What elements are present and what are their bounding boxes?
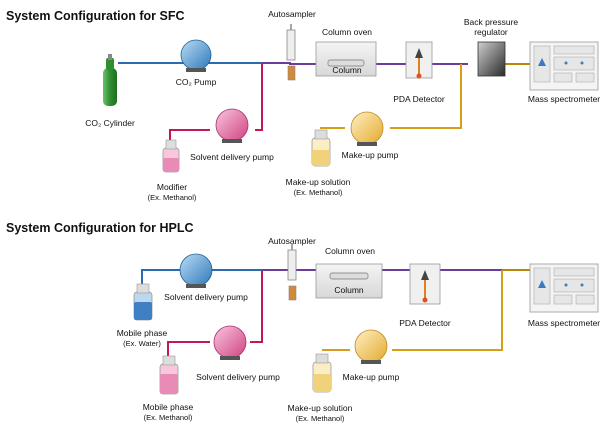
hplc-solvent-pump-1-label: Solvent delivery pump xyxy=(164,292,248,302)
hplc-mobile-phase-1-line xyxy=(141,269,262,284)
hplc-makeup-pump-icon xyxy=(354,329,388,364)
hplc-solvent-pump-2-icon xyxy=(213,325,247,360)
mobile-phase-1-example: (Ex. Water) xyxy=(123,339,161,348)
sfc-makeup-example: (Ex. Methanol) xyxy=(294,188,343,197)
bpr-label-line1: Back pressure xyxy=(464,17,519,27)
hplc-mass-spectrometer-icon xyxy=(529,263,599,313)
mobile-phase-1-label: Mobile phase xyxy=(117,328,168,338)
sfc-solvent-pump-icon xyxy=(215,108,249,143)
back-pressure-regulator-icon xyxy=(477,41,506,77)
hplc-pda-detector-icon xyxy=(409,263,441,305)
sfc-pda-detector-label: PDA Detector xyxy=(393,94,445,104)
mobile-phase-1-bottle-icon xyxy=(133,283,153,321)
co2-cylinder-label: CO₂ Cylinder xyxy=(85,118,135,128)
hplc-makeup-example: (Ex. Methanol) xyxy=(296,414,345,423)
hplc-makeup-line xyxy=(322,270,503,351)
hplc-column-label: Column xyxy=(334,285,364,295)
mobile-phase-2-example: (Ex. Methanol) xyxy=(144,413,193,422)
sfc-modifier-line xyxy=(169,63,263,148)
sfc-autosampler-icon xyxy=(286,24,296,81)
hplc-solvent-pump-1-icon xyxy=(179,253,213,288)
hplc-autosampler-label: Autosampler xyxy=(268,236,316,246)
sfc-autosampler-label: Autosampler xyxy=(268,9,316,19)
sfc-makeup-bottle-icon xyxy=(311,129,331,167)
hplc-makeup-bottle-icon xyxy=(312,353,332,393)
hplc-autosampler-icon xyxy=(287,244,297,301)
modifier-label: Modifier xyxy=(157,182,187,192)
sfc-column-label: Column xyxy=(332,65,362,75)
hplc-pda-detector-label: PDA Detector xyxy=(399,318,451,328)
hplc-column-oven-icon xyxy=(315,263,383,299)
hplc-makeup-solution-label: Make-up solution xyxy=(288,403,353,413)
hplc-makeup-pump-label: Make-up pump xyxy=(343,372,400,382)
hplc-mass-spectrometer-label: Mass spectrometer xyxy=(528,318,600,328)
sfc-mass-spectrometer-icon xyxy=(529,41,599,91)
hplc-title: System Configuration for HPLC xyxy=(6,221,194,235)
co2-pump-label: CO₂ Pump xyxy=(176,77,217,87)
bpr-label-line2: regulator xyxy=(474,27,508,37)
modifier-example: (Ex. Methanol) xyxy=(148,193,197,202)
sfc-makeup-pump-label: Make-up pump xyxy=(342,150,399,160)
co2-pump-icon xyxy=(180,39,212,72)
hplc-flow-lines xyxy=(141,269,530,356)
sfc-makeup-line xyxy=(320,64,462,129)
hplc-solvent-pump-2-label: Solvent delivery pump xyxy=(196,372,280,382)
mobile-phase-2-label: Mobile phase xyxy=(143,402,194,412)
hplc-column-oven-label: Column oven xyxy=(325,246,375,256)
mobile-phase-2-bottle-icon xyxy=(159,355,179,395)
sfc-column-oven-label: Column oven xyxy=(322,27,372,37)
hplc-mobile-phase-2-line xyxy=(167,270,263,356)
sfc-column-oven-icon xyxy=(315,41,377,77)
modifier-bottle-icon xyxy=(162,139,180,173)
sfc-solvent-pump-label: Solvent delivery pump xyxy=(190,152,274,162)
sfc-title: System Configuration for SFC xyxy=(6,9,184,23)
sfc-makeup-solution-label: Make-up solution xyxy=(286,177,351,187)
sfc-mass-spectrometer-label: Mass spectrometer xyxy=(528,94,600,104)
sfc-makeup-pump-icon xyxy=(350,111,384,146)
co2-cylinder-icon xyxy=(103,54,117,106)
sfc-pda-detector-icon xyxy=(405,41,433,79)
